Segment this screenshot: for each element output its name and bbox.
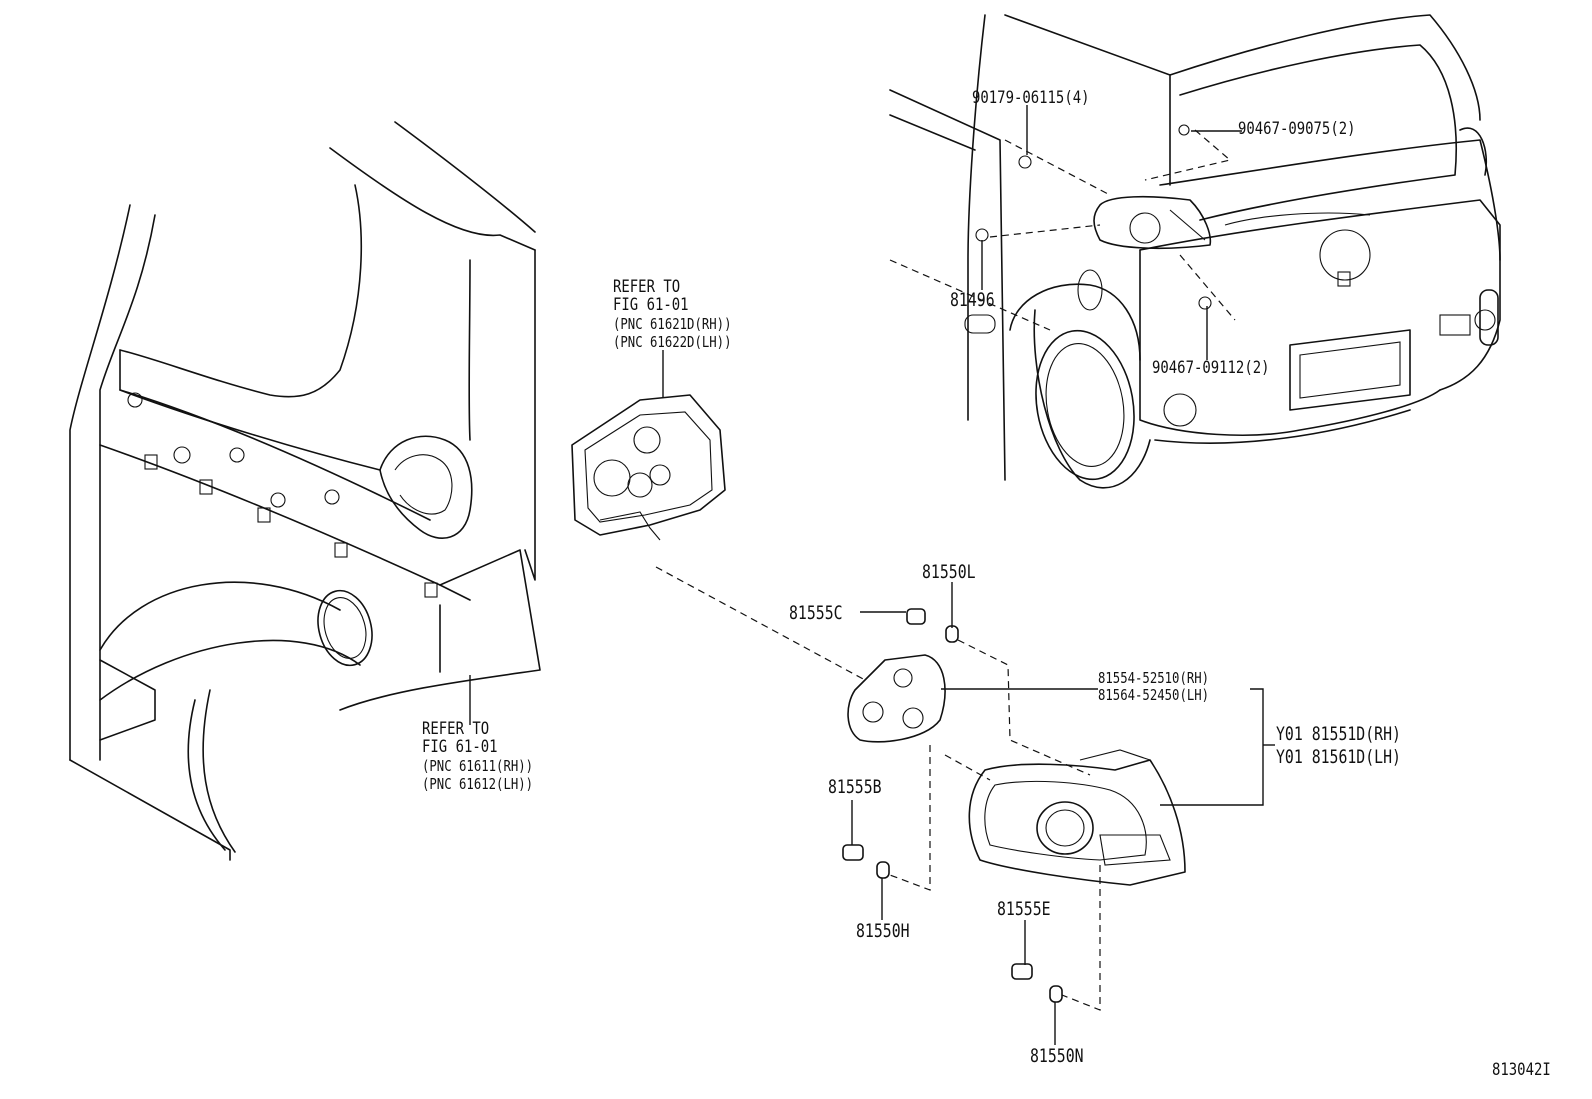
part-81496: 81496	[950, 289, 995, 311]
leader-lines	[469, 105, 1275, 1045]
quarter-panel-drawing	[69, 121, 541, 861]
refer-top-line-2: FIG 61-01	[613, 295, 689, 315]
part-81550H: 81550H	[856, 920, 910, 942]
part-81554-52510: 81554-52510(RH)	[1098, 669, 1210, 687]
part-81564-52450: 81564-52450(LH)	[1098, 686, 1210, 704]
part-81555E: 81555E	[997, 898, 1051, 920]
figure-id: 813042I	[1492, 1060, 1551, 1080]
part-81555B: 81555B	[828, 776, 882, 798]
lamp-mount-bracket-drawing	[571, 394, 726, 541]
part-90467-09075: 90467-09075(2)	[1238, 119, 1356, 139]
refer-top-line-1: REFER TO	[613, 277, 681, 297]
part-81551D: Y01 81551D(RH)	[1276, 723, 1401, 745]
refer-bottom-line-1: REFER TO	[422, 719, 490, 739]
tail-lamp-assembly-drawing	[655, 566, 1186, 1011]
refer-top-line-4: (PNC 61622D(LH))	[613, 333, 732, 351]
part-90467-09112: 90467-09112(2)	[1152, 358, 1270, 378]
part-81555C: 81555C	[789, 602, 843, 624]
part-81561D: Y01 81561D(LH)	[1276, 746, 1401, 768]
refer-bottom-line-4: (PNC 61612(LH))	[422, 775, 534, 793]
part-81550L: 81550L	[922, 561, 976, 583]
vehicle-rear-drawing	[889, 14, 1501, 489]
refer-bottom-line-2: FIG 61-01	[422, 737, 498, 757]
part-81550N: 81550N	[1030, 1045, 1084, 1067]
part-90179-06115: 90179-06115(4)	[972, 88, 1090, 108]
refer-top-line-3: (PNC 61621D(RH))	[613, 315, 732, 333]
refer-bottom-line-3: (PNC 61611(RH))	[422, 757, 534, 775]
